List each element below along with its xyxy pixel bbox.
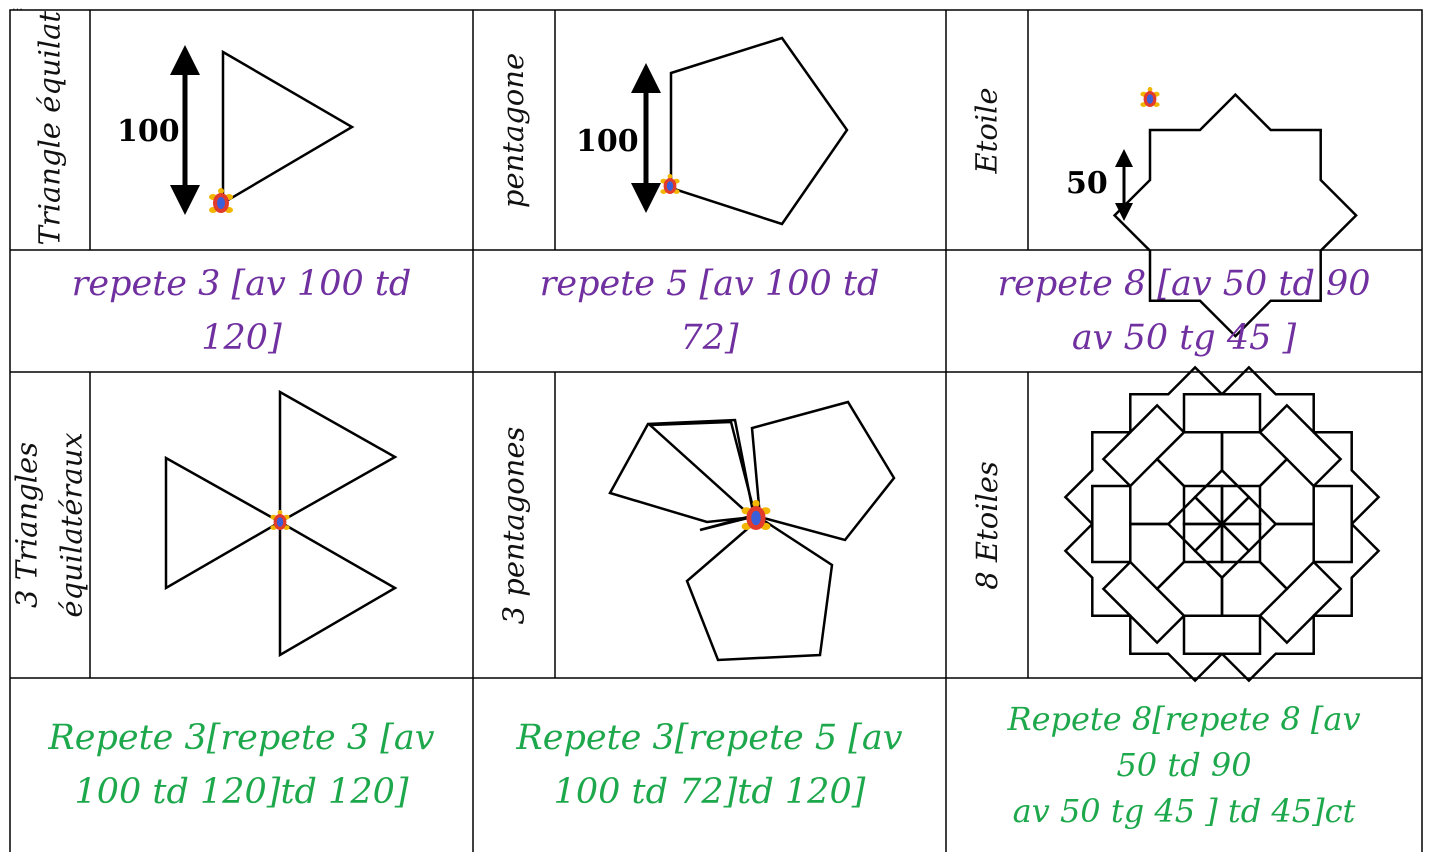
three-triangles-shape <box>164 389 398 658</box>
eight-stars-shape <box>1063 365 1381 683</box>
dimension-label-pentagon: 100 <box>576 124 639 159</box>
three-pentagons-outline <box>608 418 756 524</box>
star-outline <box>1193 403 1381 591</box>
turtle-icon <box>660 174 680 194</box>
star-outline <box>1101 365 1289 553</box>
code-triangle: repete 3 [av 100 td 120] <box>71 264 412 358</box>
code-3-triangles: Repete 3[repete 3 [av 100 td 120]td 120] <box>48 718 435 812</box>
code-pentagone: repete 5 [av 100 td 72] <box>539 264 880 358</box>
three-pentagons-shape <box>646 400 896 662</box>
code-etoile: repete 8 [av 50 td 90 av 50 tg 45 ] <box>997 264 1371 358</box>
code-8-etoiles: Repete 8[repete 8 [av 50 td 90 av 50 tg … <box>1007 700 1361 830</box>
dimension-label-star: 50 <box>1066 166 1108 201</box>
star-shape <box>1112 92 1358 338</box>
code-3-pentagones: Repete 3[repete 5 [av 100 td 72]td 120] <box>516 718 903 812</box>
turtle-icon <box>741 500 771 530</box>
star-outline <box>1155 365 1343 553</box>
pentagon-shape <box>669 36 849 226</box>
table-border <box>9 9 1423 852</box>
turtle-icon <box>1140 87 1160 107</box>
top-caption: ... <box>12 0 23 13</box>
triangle-shape <box>221 49 355 206</box>
turtle-icon <box>209 188 233 213</box>
turtle-icon <box>270 510 290 530</box>
dimension-label-triangle: 100 <box>117 114 180 149</box>
